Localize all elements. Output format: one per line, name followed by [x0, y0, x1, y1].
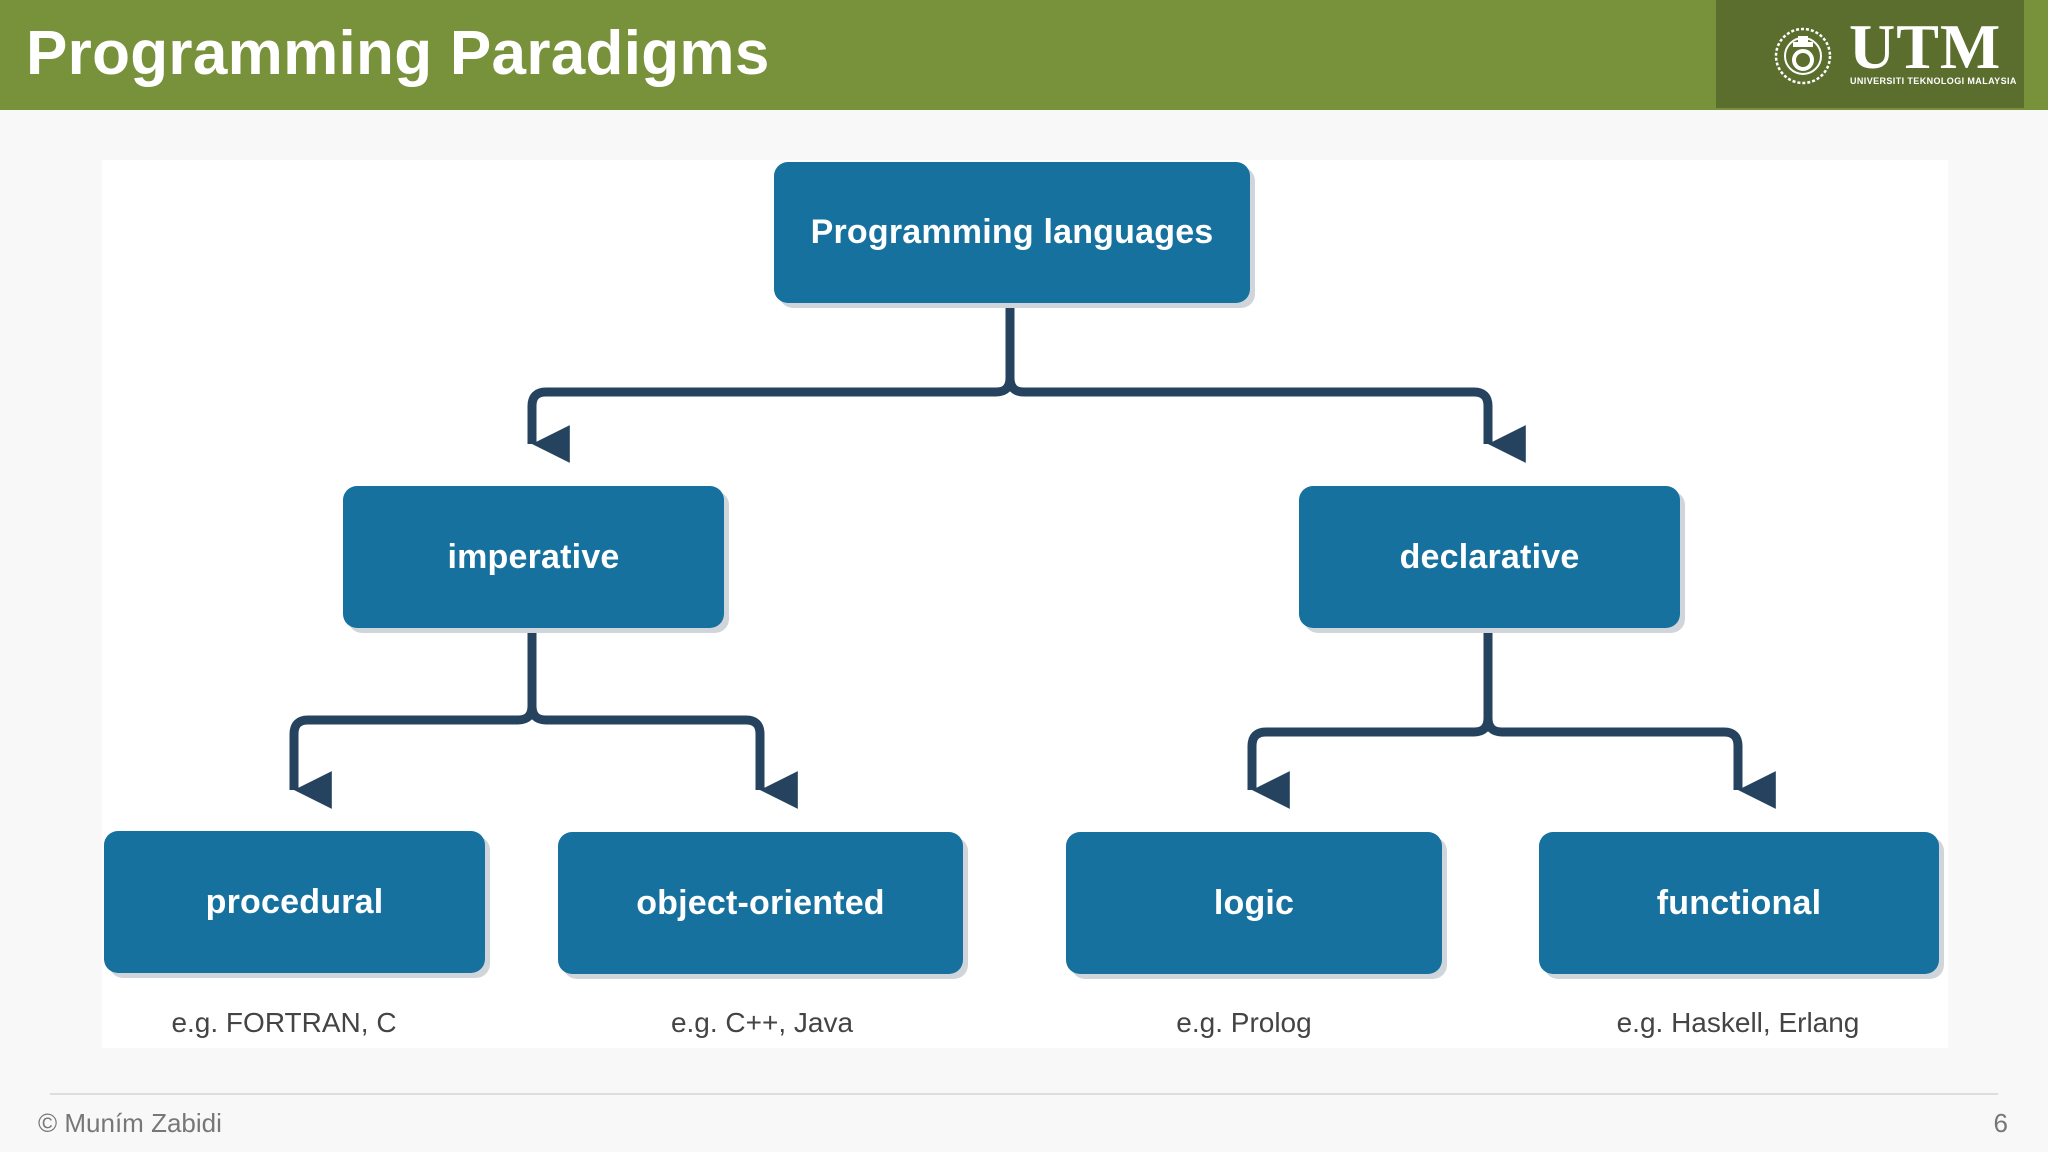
node-programming-languages: Programming languages [774, 162, 1250, 303]
footer-author: © Muním Zabidi [38, 1108, 222, 1138]
connector-root-imperative [527, 303, 1015, 463]
page-number: 6 [1993, 1108, 2008, 1138]
node-imperative: imperative [343, 486, 724, 628]
logo-subtitle: UNIVERSITI TEKNOLOGI MALAYSIA [1850, 76, 2017, 86]
node-functional: functional [1539, 832, 1939, 974]
connector-root-declarative [1005, 377, 1526, 463]
example-object-oriented: e.g. C++, Java [670, 1007, 854, 1038]
page-title: Programming Paradigms [26, 19, 770, 88]
utm-logo: UTM UNIVERSITI TEKNOLOGI MALAYSIA [1716, 0, 2024, 108]
footer-divider [50, 1093, 1998, 1095]
example-procedural: e.g. FORTRAN, C [171, 1007, 397, 1038]
header-bar: Programming Paradigms UTM UNIVERSITI TEK… [0, 0, 2048, 110]
connector-declarative-logic [1247, 628, 1493, 809]
connector-declarative-functional [1483, 717, 1776, 809]
connector-imperative-procedural [289, 628, 537, 809]
node-declarative: declarative [1299, 486, 1680, 628]
seal-icon [1774, 27, 1832, 85]
node-procedural: procedural [104, 831, 485, 973]
node-logic: logic [1066, 832, 1442, 974]
node-object-oriented: object-oriented [558, 832, 963, 974]
example-logic: e.g. Prolog [1176, 1007, 1312, 1038]
connector-imperative-object-oriented [527, 705, 798, 809]
example-functional: e.g. Haskell, Erlang [1616, 1007, 1860, 1038]
logo-wordmark: UTM [1849, 11, 2002, 82]
